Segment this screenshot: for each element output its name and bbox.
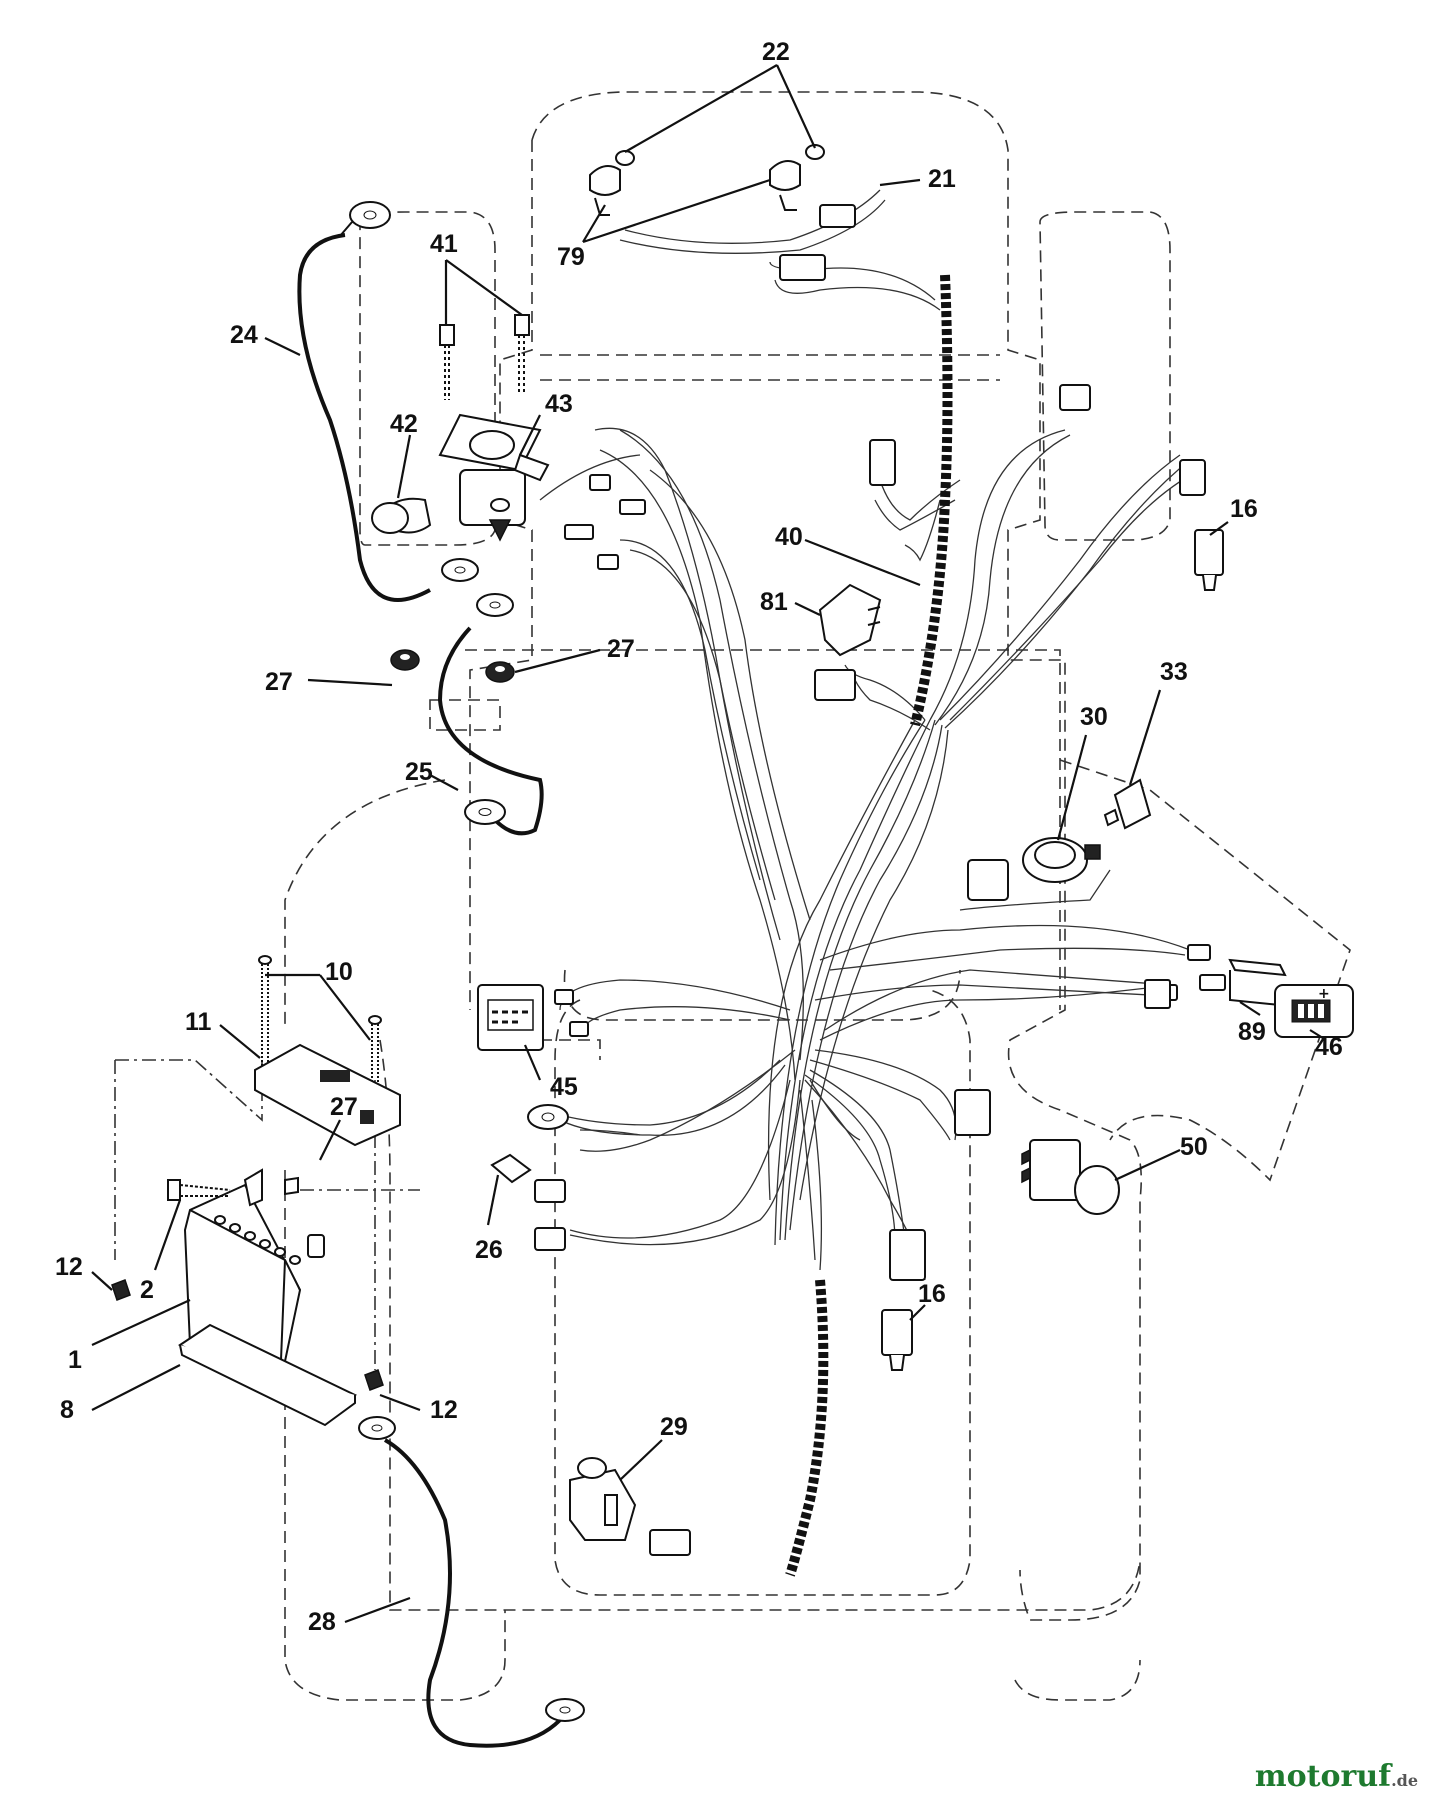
solenoid-bolts-41 xyxy=(439,314,530,400)
callout-46: 46 xyxy=(1315,1033,1343,1061)
callout-40: 40 xyxy=(775,523,803,551)
callout-22: 22 xyxy=(762,38,790,66)
callout-27-battery: 27 xyxy=(330,1093,358,1121)
callout-labels: 22 21 79 41 24 43 42 16 40 81 27 27 33 3… xyxy=(55,38,1343,1636)
callout-27-left: 27 xyxy=(265,668,293,696)
ignition-switch-30 xyxy=(1022,837,1101,883)
indicator-bracket-89 xyxy=(1228,958,1287,1006)
battery-cable-28 xyxy=(384,1438,562,1748)
cable-ring-terminals xyxy=(339,201,585,1722)
watermark-logo: motoruf.de xyxy=(1255,1759,1418,1794)
ignition-key-33 xyxy=(1103,778,1152,830)
callout-27-right: 27 xyxy=(607,635,635,663)
nut-clips-12 xyxy=(111,1279,384,1391)
callout-10: 10 xyxy=(325,958,353,986)
hour-meter-45 xyxy=(477,984,544,1051)
pto-switch-50 xyxy=(1021,1139,1120,1215)
charge-indicator-46: + xyxy=(1274,984,1354,1038)
callout-33: 33 xyxy=(1160,658,1188,686)
callout-30: 30 xyxy=(1080,703,1108,731)
seat-switch-29 xyxy=(569,1457,637,1541)
callout-11: 11 xyxy=(185,1008,212,1036)
callout-8: 8 xyxy=(60,1396,74,1424)
harness-connectors xyxy=(534,204,1226,1556)
interlock-switch-16-upper xyxy=(1194,529,1224,591)
watermark-suffix: .de xyxy=(1391,1771,1418,1790)
battery-cable-24 xyxy=(297,233,431,602)
callout-43: 43 xyxy=(545,390,573,418)
callout-41: 41 xyxy=(430,230,458,258)
battery-tray-8 xyxy=(177,1323,358,1427)
callout-29: 29 xyxy=(660,1413,688,1441)
battery-cable-25 xyxy=(437,626,544,836)
callout-45: 45 xyxy=(550,1073,578,1101)
callout-16-upper: 16 xyxy=(1230,495,1258,523)
callout-79: 79 xyxy=(557,243,585,271)
starter-solenoid xyxy=(438,413,550,542)
callout-12-left: 12 xyxy=(55,1253,83,1281)
relay-81 xyxy=(818,583,882,657)
callout-50: 50 xyxy=(1180,1133,1208,1161)
callout-12-right: 12 xyxy=(430,1396,458,1424)
callout-81: 81 xyxy=(760,588,788,616)
headlight-sockets xyxy=(589,160,801,216)
terminal-boot-42 xyxy=(371,497,432,534)
callout-1: 1 xyxy=(68,1346,82,1374)
callout-42: 42 xyxy=(390,410,418,438)
interlock-switch-16-lower xyxy=(881,1309,913,1371)
callout-2: 2 xyxy=(140,1276,154,1304)
callout-25: 25 xyxy=(405,758,433,786)
callout-leader-lines xyxy=(91,64,1327,1624)
battery-bolt-2 xyxy=(167,1168,299,1207)
hex-nuts-27 xyxy=(390,649,515,683)
indicator-plus-sign: + xyxy=(1318,986,1330,1002)
callout-21: 21 xyxy=(928,165,956,193)
battery-hold-down-11 xyxy=(254,1043,401,1147)
harness-coil-sleeve-lower xyxy=(785,1279,829,1577)
wiring-harness xyxy=(539,189,1201,1281)
callout-16-lower: 16 xyxy=(918,1280,946,1308)
callout-26: 26 xyxy=(475,1236,503,1264)
callout-24: 24 xyxy=(230,321,258,349)
callout-28: 28 xyxy=(308,1608,336,1636)
watermark-main: motoruf xyxy=(1254,1759,1392,1794)
fuse-holder-26 xyxy=(490,1153,566,1203)
harness-coil-sleeve-upper xyxy=(910,274,953,727)
callout-89: 89 xyxy=(1238,1018,1266,1046)
